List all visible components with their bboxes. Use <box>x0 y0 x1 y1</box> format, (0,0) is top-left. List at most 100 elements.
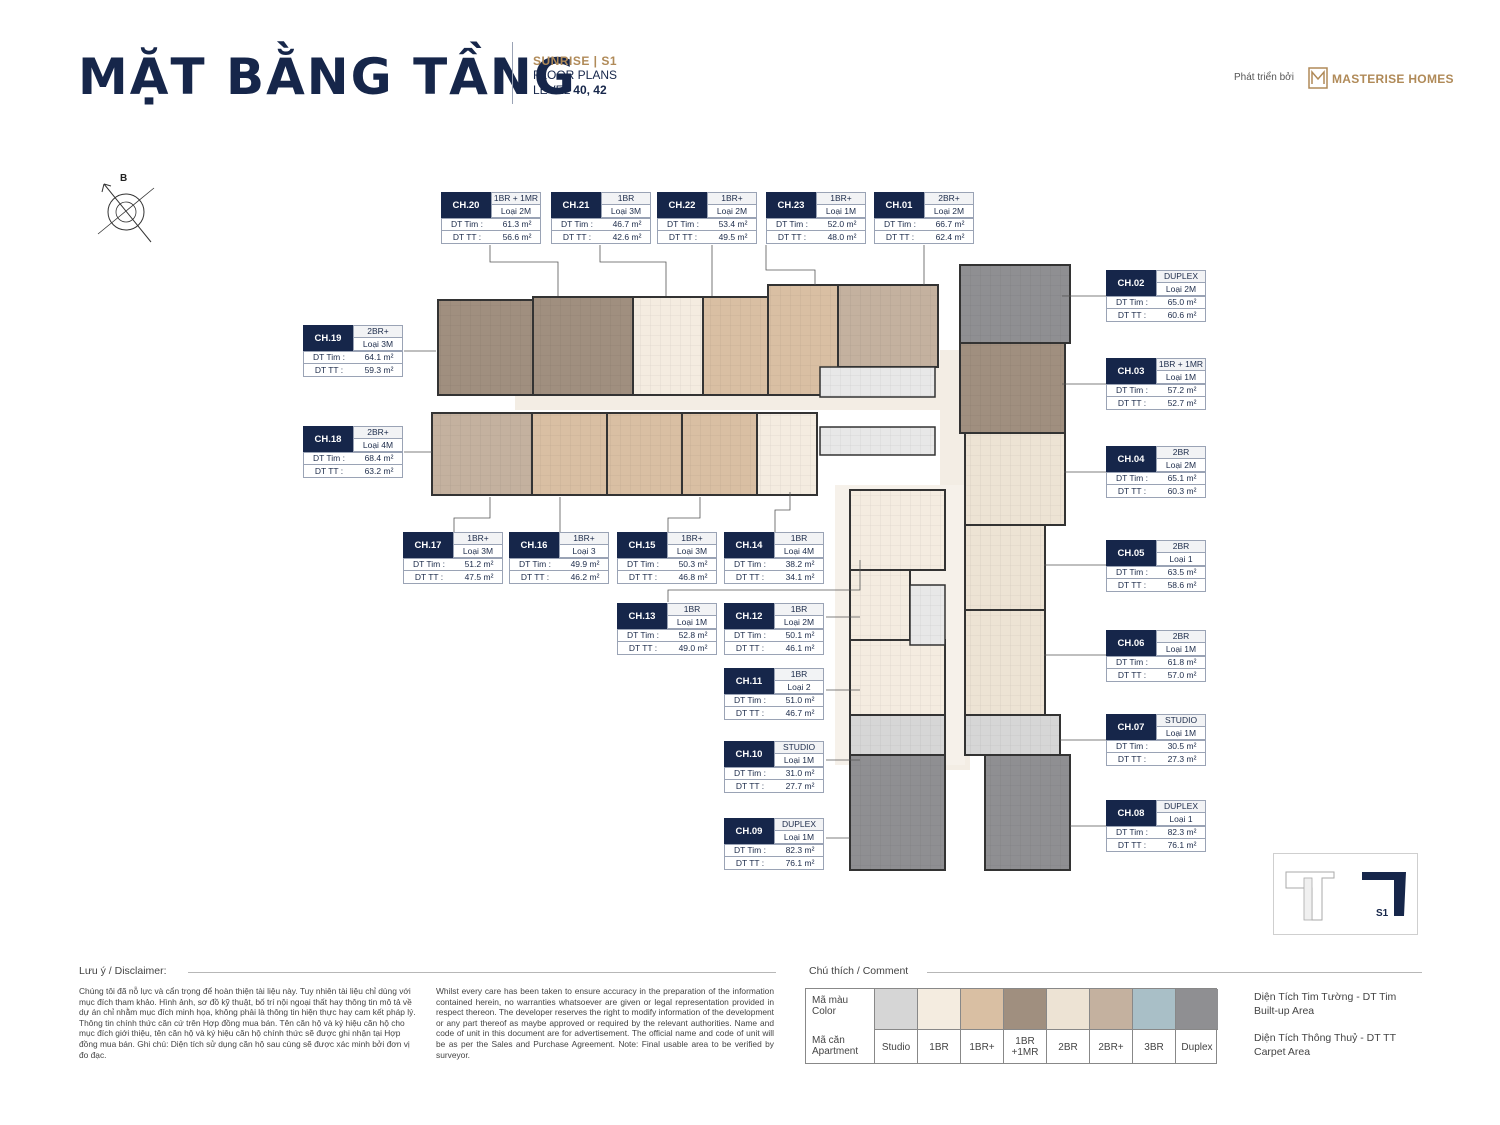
carpet-area-value: 58.6 m² <box>1167 580 1197 590</box>
carpet-area-value: 60.3 m² <box>1167 486 1197 496</box>
unit-variant: Loại 2M <box>774 616 824 629</box>
carpet-area-value: 27.3 m² <box>1167 754 1197 764</box>
carpet-area-value: 46.1 m² <box>785 643 815 653</box>
legend-label: 1BR +1MR <box>1003 1029 1046 1064</box>
legend-swatch <box>917 989 960 1029</box>
legend-label: 1BR+ <box>960 1029 1003 1064</box>
unit-type: 1BR <box>774 532 824 545</box>
carpet-area-value: 46.7 m² <box>785 708 815 718</box>
unit-code: CH.14 <box>724 532 774 558</box>
carpet-area-label: DT TT : <box>1117 840 1147 850</box>
carpet-area-label: DT TT : <box>735 708 765 718</box>
stair-core <box>909 584 946 646</box>
unit-type: 2BR <box>1156 630 1206 643</box>
builtup-area-value: 65.1 m² <box>1167 473 1197 483</box>
unit-variant: Loại 1M <box>774 831 824 844</box>
carpet-area-value: 49.5 m² <box>718 232 748 242</box>
north-compass-icon: B <box>97 173 155 243</box>
carpet-area-label: DT TT : <box>1117 670 1147 680</box>
unit-code: CH.20 <box>441 192 491 218</box>
builtup-area-note: Diện Tích Tim Tường - DT Tim Built-up Ar… <box>1254 990 1396 1018</box>
builtup-area-value: 38.2 m² <box>785 559 815 569</box>
legend-color-header: Mã màu Color <box>812 995 849 1017</box>
builtup-area-label: DT Tim : <box>1116 297 1148 307</box>
carpet-area-row: DT TT :76.1 m² <box>1106 839 1206 852</box>
unit-code: CH.12 <box>724 603 774 629</box>
unit-ch01 <box>837 284 939 368</box>
unit-ch23 <box>767 284 839 396</box>
unit-type: 2BR+ <box>924 192 974 205</box>
builtup-area-row: DT Tim :64.1 m² <box>303 351 403 364</box>
builtup-area-label: DT Tim : <box>413 559 445 569</box>
carpet-area-value: 47.5 m² <box>464 572 494 582</box>
carpet-area-vi: Diện Tích Thông Thuỷ - DT TT <box>1254 1032 1397 1044</box>
carpet-area-row: DT TT :58.6 m² <box>1106 579 1206 592</box>
builtup-area-row: DT Tim :49.9 m² <box>509 558 609 571</box>
unit-ch20 <box>532 296 634 396</box>
legend-label: Duplex <box>1175 1029 1218 1064</box>
unit-ch15 <box>681 412 758 496</box>
carpet-area-value: 34.1 m² <box>785 572 815 582</box>
builtup-area-label: DT Tim : <box>1116 567 1148 577</box>
unit-variant: Loại 1M <box>667 616 717 629</box>
carpet-area-label: DT TT : <box>777 232 807 242</box>
builtup-area-row: DT Tim :61.8 m² <box>1106 656 1206 669</box>
carpet-area-label: DT TT : <box>735 858 765 868</box>
carpet-area-value: 49.0 m² <box>678 643 708 653</box>
unit-code: CH.08 <box>1106 800 1156 826</box>
carpet-area-value: 27.7 m² <box>785 781 815 791</box>
builtup-area-value: 50.1 m² <box>785 630 815 640</box>
unit-variant: Loại 2 <box>774 681 824 694</box>
unit-variant: Loại 1 <box>1156 553 1206 566</box>
legend-code-header: Mã căn Apartment <box>812 1035 859 1057</box>
builtup-area-label: DT Tim : <box>734 559 766 569</box>
builtup-area-value: 49.9 m² <box>570 559 600 569</box>
floor-plan <box>431 264 1071 871</box>
builtup-area-value: 52.8 m² <box>678 630 708 640</box>
legend-swatch <box>874 989 917 1029</box>
builtup-area-value: 50.3 m² <box>678 559 708 569</box>
unit-type: DUPLEX <box>1156 270 1206 283</box>
disclaimer-rule <box>188 972 776 973</box>
carpet-area-value: 46.8 m² <box>678 572 708 582</box>
carpet-area-row: DT TT :63.2 m² <box>303 465 403 478</box>
builtup-area-value: 82.3 m² <box>1167 827 1197 837</box>
unit-ch09 <box>849 754 946 871</box>
unit-code: CH.19 <box>303 325 353 351</box>
builtup-area-row: DT Tim :52.0 m² <box>766 218 866 231</box>
builtup-area-row: DT Tim :30.5 m² <box>1106 740 1206 753</box>
carpet-area-row: DT TT :42.6 m² <box>551 231 651 244</box>
unit-variant: Loại 1 <box>1156 813 1206 826</box>
unit-code: CH.07 <box>1106 714 1156 740</box>
unit-ch22 <box>702 296 769 396</box>
builtup-area-value: 46.7 m² <box>612 219 642 229</box>
builtup-area-value: 61.3 m² <box>502 219 532 229</box>
builtup-area-value: 57.2 m² <box>1167 385 1197 395</box>
legend-swatch <box>1089 989 1132 1029</box>
builtup-area-row: DT Tim :51.0 m² <box>724 694 824 707</box>
builtup-area-row: DT Tim :82.3 m² <box>1106 826 1206 839</box>
builtup-area-row: DT Tim :52.8 m² <box>617 629 717 642</box>
carpet-area-row: DT TT :34.1 m² <box>724 571 824 584</box>
unit-variant: Loại 2M <box>491 205 541 218</box>
disclaimer-vietnamese: Chúng tôi đã nỗ lực và cẩn trọng để hoàn… <box>79 986 416 1060</box>
unit-type: 1BR + 1MR <box>491 192 541 205</box>
carpet-area-row: DT TT :46.2 m² <box>509 571 609 584</box>
builtup-area-row: DT Tim :61.3 m² <box>441 218 541 231</box>
developer-name: MASTERISE HOMES <box>1332 72 1454 86</box>
carpet-area-en: Carpet Area <box>1254 1046 1311 1058</box>
legend-rule <box>927 972 1422 973</box>
key-plan: S1 <box>1273 853 1418 935</box>
builtup-area-value: 51.0 m² <box>785 695 815 705</box>
legend-title: Chú thích / Comment <box>809 965 909 977</box>
